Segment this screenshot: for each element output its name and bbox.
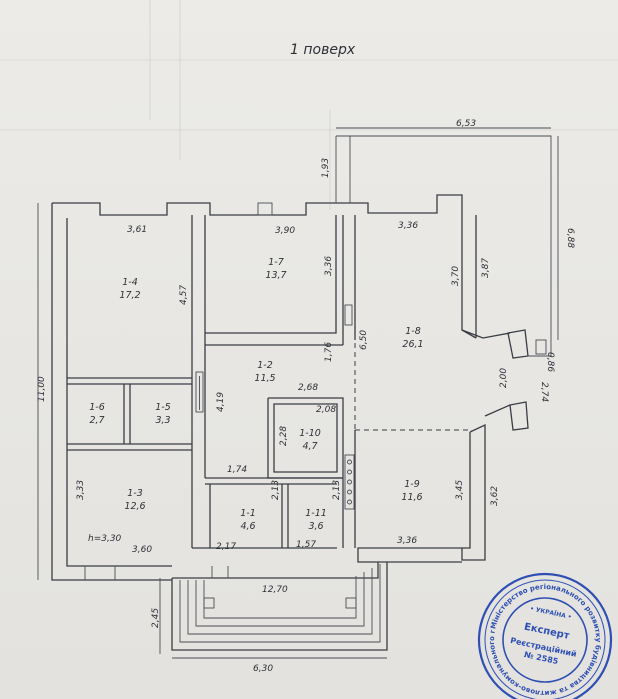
outer-walls [51, 194, 529, 581]
terrace-outline [335, 135, 552, 357]
stamp-arc-top: • УКРАЇНА • [529, 605, 572, 621]
room-id: 1-1 [240, 508, 256, 519]
dimension-label: 3,70 [451, 266, 461, 286]
dimension-label: 0,86 [545, 352, 555, 372]
dimension-labels: 6,53 1,93 6,88 3,61 3,90 3,36 4,57 3,36 … [37, 119, 575, 674]
dimension-label: 2,74 [539, 382, 549, 402]
dimension-label: 2,00 [499, 368, 509, 388]
room-area: 4,6 [240, 521, 255, 532]
room-id: 1-11 [305, 508, 327, 519]
dimension-label: 1,93 [321, 158, 331, 178]
room-id: 1-2 [257, 360, 273, 371]
dimension-label: 6,30 [253, 664, 273, 674]
room-area: 2,7 [89, 415, 104, 426]
room-area: 13,7 [265, 270, 286, 281]
interior-walls [67, 215, 470, 549]
dimension-label: 2,45 [151, 608, 161, 628]
room-area: 26,1 [402, 339, 423, 350]
dimension-label: 3,45 [455, 480, 465, 500]
dimension-label: 2,13 [271, 480, 281, 500]
room-area: 17,2 [119, 290, 140, 301]
floor-title: 1 поверх [290, 42, 356, 58]
dimension-label: 2,08 [316, 405, 336, 415]
porch-stairs [159, 562, 388, 659]
dimension-label: 6,88 [565, 228, 575, 248]
dimension-label: 3,33 [76, 480, 86, 500]
room-area: 11,6 [401, 492, 422, 503]
dimension-label: 3,61 [127, 225, 147, 235]
dimension-label: 3,90 [275, 226, 295, 236]
dimension-label: 3,36 [397, 536, 417, 546]
room-area: 11,5 [254, 373, 275, 384]
room-id: 1-9 [404, 479, 420, 490]
room-area: 12,6 [124, 501, 145, 512]
dimension-label: 2,13 [332, 480, 342, 500]
dimension-label: 3,62 [490, 486, 500, 506]
background-grid [0, 0, 618, 210]
room-id: 1-8 [405, 326, 421, 337]
dimension-label: 4,57 [179, 285, 189, 305]
dimension-label: 6,53 [456, 119, 476, 129]
dimension-label: 2,17 [216, 542, 236, 552]
dimension-label: 3,36 [398, 221, 418, 231]
room-id: 1-10 [299, 428, 321, 439]
dimension-label: 4,19 [216, 392, 226, 412]
room-id: 1-6 [89, 402, 105, 413]
dimension-label: 1,74 [227, 465, 247, 475]
dimension-label: 3,36 [324, 256, 334, 276]
dimension-label: 11,00 [37, 376, 47, 402]
stamp-center-text: Експерт [523, 622, 571, 642]
dimension-label: h=3,30 [88, 534, 122, 544]
room-id: 1-5 [155, 402, 171, 413]
dimension-label: 6,50 [359, 330, 369, 350]
room-area: 3,6 [308, 521, 323, 532]
room-id: 1-4 [122, 277, 138, 288]
room-id: 1-3 [127, 488, 143, 499]
dimension-label: 12,70 [262, 585, 288, 595]
room-labels: 1-4 17,2 1-7 13,7 1-8 26,1 1-2 11,5 1-6 … [89, 257, 423, 532]
dimension-label: 3,87 [481, 258, 491, 278]
dimension-label: 2,28 [279, 426, 289, 446]
dimension-label: 1,76 [324, 342, 334, 362]
dimension-label: 1,57 [296, 540, 316, 550]
room-area: 3,3 [155, 415, 170, 426]
dimension-label: 3,60 [132, 545, 152, 555]
room-area: 4,7 [302, 441, 317, 452]
dimension-lines [37, 127, 559, 580]
dimension-label: 2,68 [298, 383, 318, 393]
room-id: 1-7 [268, 257, 284, 268]
window-marks [84, 202, 355, 580]
